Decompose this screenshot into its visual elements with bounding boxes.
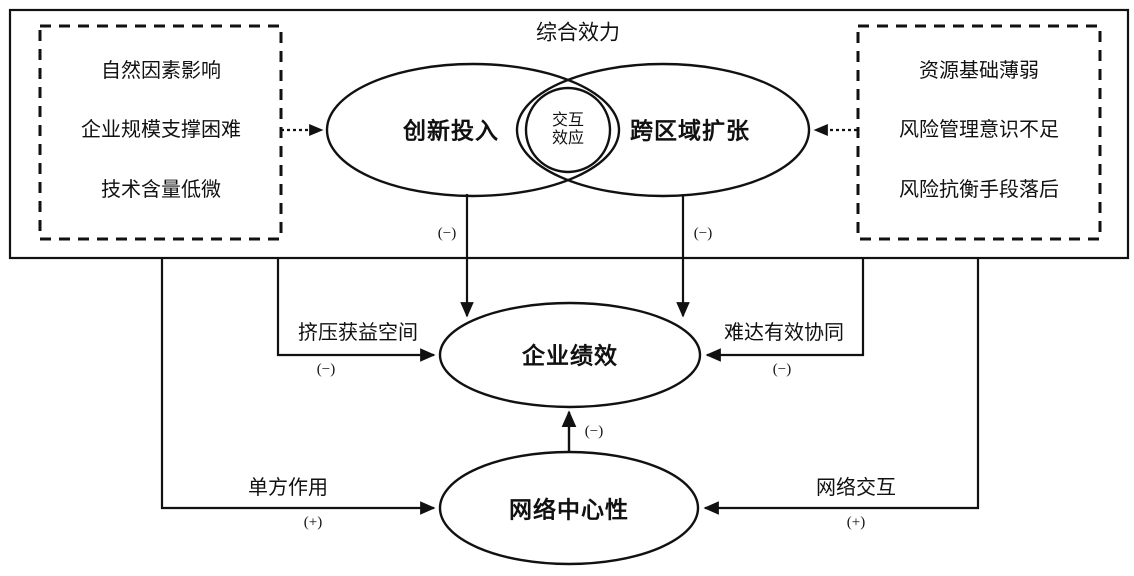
edge-synergy-to-performance [705,258,865,362]
right-factor-item-1: 资源基础薄弱 [919,60,1039,82]
edge-squeeze-to-performance [276,258,436,362]
sign-unilateral: (+) [303,514,323,531]
sign-network: (+) [846,514,866,531]
node-label-innovation[interactable]: 创新投入 [403,118,499,144]
node-label-crossregion[interactable]: 跨区域扩张 [630,118,750,144]
sign-synergy: (−) [772,361,792,378]
left-factor-item-2: 企业规模支撑困难 [81,119,241,141]
sign-centrality-to-performance: (−) [584,423,604,440]
node-performance-ellipse[interactable] [438,301,702,409]
left-factor-item-1: 自然因素影响 [101,60,221,82]
node-crossregion-ellipse[interactable] [515,62,811,198]
node-innovation-ellipse[interactable] [325,62,621,198]
left-factor-box [38,24,283,241]
node-label-interaction[interactable]: 交互效应 [551,112,584,147]
edge-label-unilateral-effect: 单方作用 [248,477,328,499]
comprehensive-effect-frame [8,8,1130,260]
sign-innovation-to-performance: (−) [437,225,457,242]
right-factor-item-3: 风险抗衡手段落后 [899,179,1059,201]
right-factor-item-2: 风险管理意识不足 [899,119,1059,141]
node-label-performance[interactable]: 企业绩效 [522,343,618,369]
edge-label-network-interaction: 网络交互 [816,477,896,499]
edge-label-hard-to-synergize: 难达有效协同 [724,322,844,344]
sign-crossregion-to-performance: (−) [693,225,713,242]
diagram-title: 综合效力 [536,20,620,45]
right-factor-box [856,24,1102,241]
left-factor-item-3: 技术含量低微 [101,179,221,201]
edge-networkinteraction-to-centrality [703,258,980,515]
edge-unilateral-to-centrality [160,258,436,515]
node-label-network-centrality[interactable]: 网络中心性 [509,497,629,523]
node-interaction-circle[interactable] [524,86,612,174]
edge-label-squeeze-profit-space: 挤压获益空间 [298,322,418,344]
sign-squeeze: (−) [316,361,336,378]
